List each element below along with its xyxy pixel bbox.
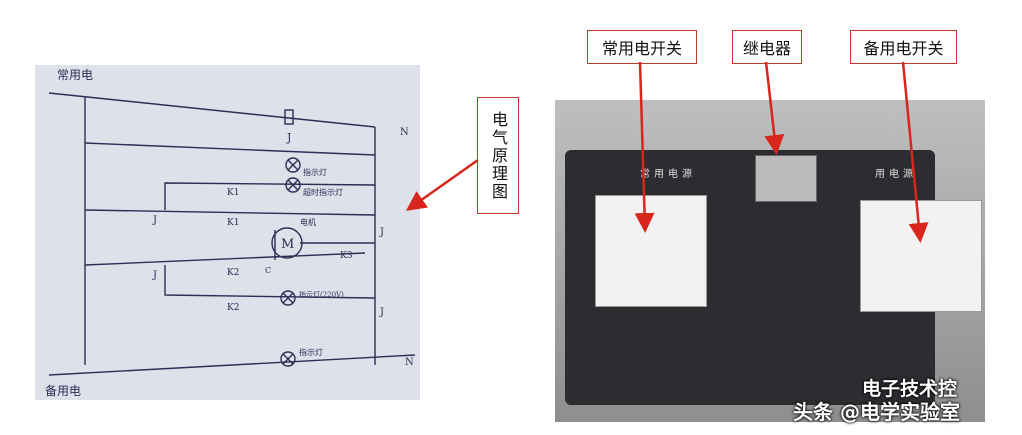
capacitor-label: C <box>265 266 271 275</box>
main-switch-label: 常用电开关 <box>587 30 697 64</box>
backup-breaker <box>860 200 982 312</box>
main-power-label: 常用电 <box>57 68 93 82</box>
backup-indicator-label: 指示灯(220V) <box>299 290 344 299</box>
hand-drawn-schematic: 常用电 备用电 N N J 指示灯 超时指示灯 电机 M 指示灯(220V) 指… <box>35 65 420 400</box>
arrow-to-backup-switch <box>901 61 929 243</box>
toutiao-watermark: 头条 @电学实验室 <box>793 400 960 424</box>
backup-power-label: 备用电 <box>45 384 81 398</box>
contact-label: J <box>152 270 157 281</box>
backup-switch-label: 备用电开关 <box>850 30 957 64</box>
indicator-label: 指示灯 <box>303 167 327 177</box>
motor-symbol: M <box>281 237 294 252</box>
arrow-to-schematic <box>405 158 479 211</box>
wechat-watermark: 电子技术控 <box>862 378 958 400</box>
contact-label: J <box>379 227 384 238</box>
motor-label: 电机 <box>300 217 316 227</box>
contact-label: J <box>152 215 157 226</box>
relay-coil-label: J <box>286 131 291 144</box>
schematic-label: 电气原理图 <box>477 97 519 214</box>
relay <box>755 155 817 202</box>
contact-label: K3 <box>340 251 353 261</box>
neutral-label: N <box>400 127 409 138</box>
indicator-label: 指示灯 <box>299 347 323 357</box>
arrow-to-main-switch <box>634 61 655 233</box>
panel-text-left: 常用电源 <box>640 169 696 180</box>
contact-label: J <box>379 307 384 318</box>
contact-label: K1 <box>227 188 239 198</box>
neutral-label: N <box>405 357 414 368</box>
contact-label: K2 <box>227 268 239 278</box>
contact-label: K2 <box>227 303 239 313</box>
contact-label: K1 <box>227 218 239 228</box>
arrow-to-relay <box>764 61 785 155</box>
timeout-indicator-label: 超时指示灯 <box>303 187 343 197</box>
relay-label: 继电器 <box>732 30 802 64</box>
panel-text-right: 用电源 <box>875 169 917 180</box>
